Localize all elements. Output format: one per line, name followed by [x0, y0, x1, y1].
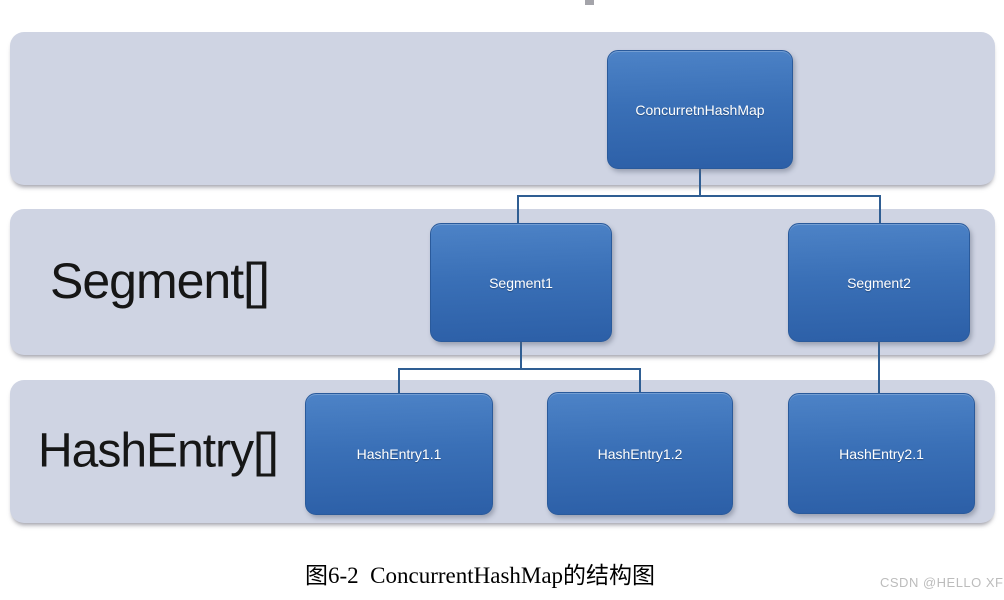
figure-caption: 图6-2 ConcurrentHashMap的结构图	[305, 563, 656, 588]
node-hashentry-2-1: HashEntry2.1	[788, 393, 975, 514]
band-label-hashentry-array: HashEntry[]	[38, 423, 279, 477]
node-concurrenthashmap: ConcurretnHashMap	[607, 50, 793, 169]
node-segment1-label: Segment1	[489, 274, 553, 291]
watermark: CSDN @HELLO XF	[880, 575, 1004, 590]
node-hashentry-2-1-label: HashEntry2.1	[839, 445, 924, 462]
node-hashentry-1-1-label: HashEntry1.1	[356, 446, 442, 462]
node-hashentry-1-2-label: HashEntry1.2	[597, 445, 683, 462]
node-concurrenthashmap-label: ConcurretnHashMap	[635, 101, 765, 118]
node-segment2-label: Segment2	[847, 274, 911, 291]
scan-artifact	[585, 0, 594, 5]
node-segment2: Segment2	[788, 223, 970, 342]
band-label-segment-array: Segment[]	[50, 252, 270, 309]
node-segment1: Segment1	[430, 223, 612, 342]
node-hashentry-1-1: HashEntry1.1	[305, 393, 493, 515]
node-hashentry-1-2: HashEntry1.2	[547, 392, 733, 515]
band-map	[10, 32, 995, 185]
